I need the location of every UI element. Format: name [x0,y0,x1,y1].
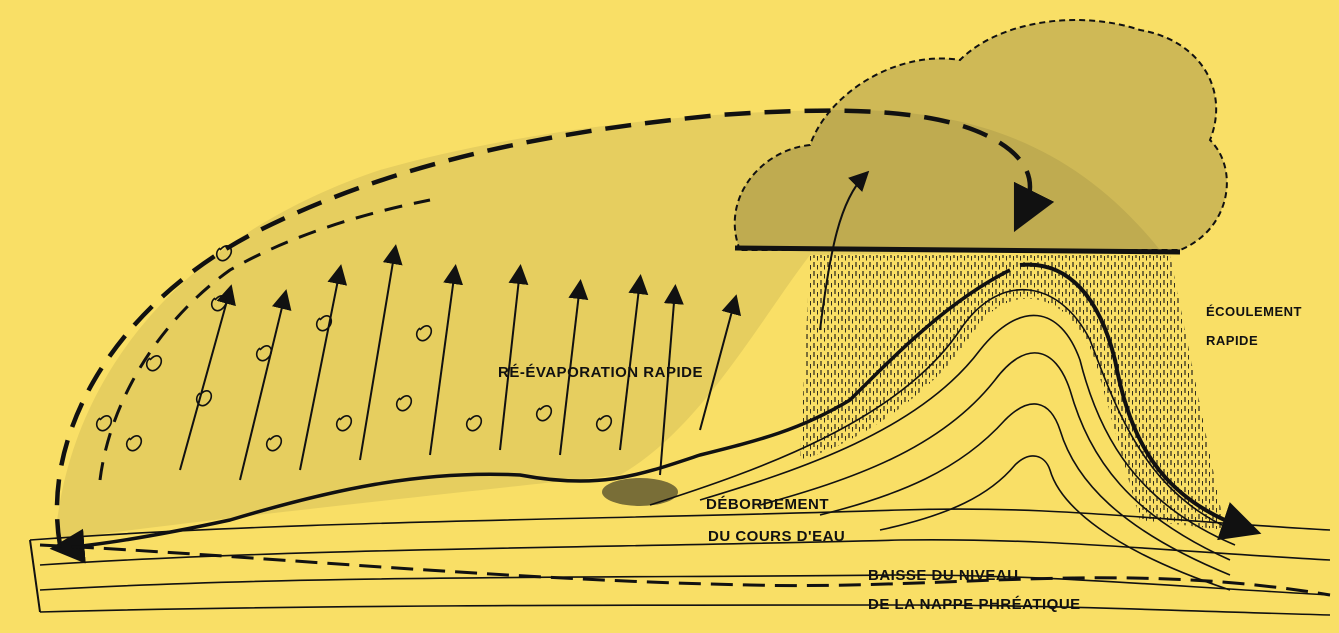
label-ecoulement-line2: rapide [1206,333,1258,348]
label-debordement-line2: du cours d'eau [708,528,845,545]
label-debordement-line1: Débordement [706,496,829,513]
water-table-line [40,545,1330,595]
label-baisse-line1: Baisse du niveau [868,567,1019,584]
stream [602,478,678,506]
rain-hatching [800,255,1225,530]
label-reevaporation: Ré-évaporation rapide [498,364,703,381]
label-ecoulement-line1: Écoulement [1206,304,1302,319]
label-baisse-line2: de la nappe phréatique [868,596,1081,613]
